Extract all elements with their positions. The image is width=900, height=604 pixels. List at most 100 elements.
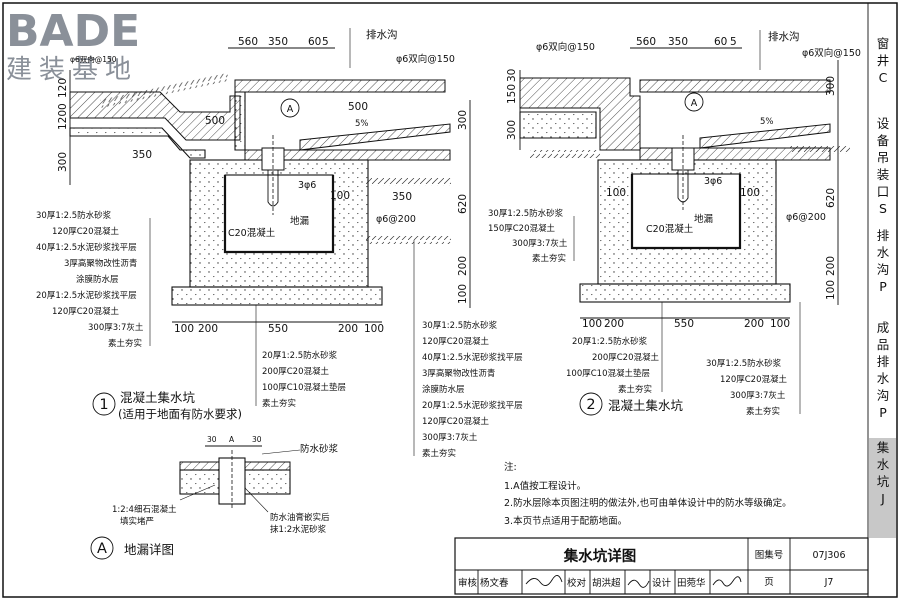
svg-text:300厚3:7灰土: 300厚3:7灰土 xyxy=(422,432,478,443)
dim-misc: 100 xyxy=(330,190,350,202)
sump-footing xyxy=(171,286,383,306)
layers-right: 30厚1:2.5防水砂浆 120厚C20混凝土 40厚1:2.5水泥砂浆找平层 … xyxy=(413,240,523,459)
dim-bottom: 200 xyxy=(744,318,764,330)
detail-a-floor-drain: 30 A 30 防水砂浆 1:2:4细石混凝土 填实堵严 防水油膏嵌实后 抹1:… xyxy=(90,435,339,560)
svg-text:20厚1:2.5水泥砂浆找平层: 20厚1:2.5水泥砂浆找平层 xyxy=(36,290,137,301)
svg-text:素土夯实: 素土夯实 xyxy=(532,253,566,264)
detail-number: 2 xyxy=(586,397,595,413)
dim-bottom: 200 xyxy=(604,318,624,330)
svg-text:200厚C20混凝土: 200厚C20混凝土 xyxy=(262,366,329,377)
svg-text:300厚3:7灰土: 300厚3:7灰土 xyxy=(512,238,568,249)
dim-bottom: 550 xyxy=(268,323,288,335)
dim-misc: 500 xyxy=(205,115,225,127)
svg-text:30厚1:2.5防水砂浆: 30厚1:2.5防水砂浆 xyxy=(422,320,498,331)
svg-text:素土夯实: 素土夯实 xyxy=(746,406,780,417)
dim-left: 150 xyxy=(506,84,518,104)
notes-heading: 注: xyxy=(504,461,517,473)
svg-text:素土夯实: 素土夯实 xyxy=(618,384,652,395)
slope: 5% xyxy=(760,117,774,127)
layers-bottom: 20厚1:2.5防水砂浆 200厚C20混凝土 100厚C10混凝土垫层 素土夯… xyxy=(255,305,346,409)
check-label: 校对 xyxy=(567,577,587,589)
svg-text:20厚1:2.5防水砂浆: 20厚1:2.5防水砂浆 xyxy=(262,350,338,361)
svg-text:涂膜防水层: 涂膜防水层 xyxy=(76,274,119,285)
svg-text:40厚1:2.5水泥砂浆找平层: 40厚1:2.5水泥砂浆找平层 xyxy=(422,352,523,363)
label: 抹1:2水泥砂浆 xyxy=(270,524,327,535)
dim-bottom: 100 xyxy=(364,323,384,335)
design-name: 田菀华 xyxy=(677,577,706,589)
dim-a: 30 xyxy=(252,435,262,444)
svg-text:A: A xyxy=(287,104,294,115)
detail-number: 1 xyxy=(99,397,108,413)
svg-text:3厚高聚物改性沥青: 3厚高聚物改性沥青 xyxy=(64,258,137,269)
svg-text:40厚1:2.5水泥砂浆找平层: 40厚1:2.5水泥砂浆找平层 xyxy=(36,242,137,253)
dim-top: 60 xyxy=(714,36,727,48)
logo-subtitle: 建装基地 xyxy=(6,55,138,85)
svg-text:素土夯实: 素土夯实 xyxy=(108,338,142,349)
rebar-bar: 3φ6 xyxy=(298,180,316,191)
dim-bottom: 100 xyxy=(770,318,790,330)
label: 1:2:4细石混凝土 xyxy=(112,504,177,515)
svg-text:300厚3:7灰土: 300厚3:7灰土 xyxy=(730,390,786,401)
cover-slab xyxy=(234,79,446,93)
dim-bottom: 100 xyxy=(582,318,602,330)
dim-right: 200 xyxy=(825,256,837,276)
svg-text:3厚高聚物改性沥青: 3厚高聚物改性沥青 xyxy=(422,368,495,379)
floor-drain-label: 地漏 xyxy=(694,213,713,225)
notes: 注: 1.A值按工程设计。 2.防水层除本页图注明的做法外,也可由单体设计中的防… xyxy=(504,461,792,527)
d2-layers-right: 30厚1:2.5防水砂浆 120厚C20混凝土 300厚3:7灰土 素土夯实 xyxy=(706,302,801,417)
svg-text:30厚1:2.5防水砂浆: 30厚1:2.5防水砂浆 xyxy=(488,208,564,219)
rebar-top: φ6双向@150 xyxy=(396,53,455,65)
dim-a: A xyxy=(229,435,235,444)
review-signature xyxy=(525,575,563,586)
page-label: 页 xyxy=(764,577,774,588)
drawing-title: 集水坑详图 xyxy=(563,547,637,565)
svg-text:30厚1:2.5防水砂浆: 30厚1:2.5防水砂浆 xyxy=(706,358,782,369)
title-block: 集水坑详图 图集号 07J306 页 J7 审核 杨文春 校对 胡洪超 设计 田… xyxy=(454,537,869,595)
svg-text:120厚C20混凝土: 120厚C20混凝土 xyxy=(52,226,119,237)
trench-floor-left xyxy=(69,127,206,159)
dim-misc: 350 xyxy=(132,149,152,161)
design-label: 设计 xyxy=(652,577,672,589)
d2-cover-slab xyxy=(639,79,831,93)
design-signature xyxy=(712,576,742,587)
side-tab-active-bg xyxy=(869,438,896,538)
svg-text:20厚1:2.5水泥砂浆找平层: 20厚1:2.5水泥砂浆找平层 xyxy=(422,400,523,411)
dim-left: 30 xyxy=(506,69,518,82)
dim-misc: 500 xyxy=(348,101,368,113)
dim-bottom: 100 xyxy=(174,323,194,335)
slope: 5% xyxy=(355,119,369,129)
dim-right: 620 xyxy=(457,194,469,214)
svg-text:120厚C20混凝土: 120厚C20混凝土 xyxy=(52,306,119,317)
atlas-label: 图集号 xyxy=(755,549,784,561)
dim-right: 300 xyxy=(457,110,469,130)
detail-2-section: A 560 350 60 5 排水沟 φ6双向@150 φ6双向@150 5% … xyxy=(488,30,861,417)
dim-right: 200 xyxy=(457,256,469,276)
label: 填实堵严 xyxy=(120,516,154,527)
d2-layers-left: 30厚1:2.5防水砂浆 150厚C20混凝土 300厚3:7灰土 素土夯实 xyxy=(488,208,575,264)
svg-text:120厚C20混凝土: 120厚C20混凝土 xyxy=(422,336,489,347)
detail-letter: A xyxy=(97,541,107,557)
dim-right: 300 xyxy=(825,76,837,96)
detail-title: 地漏详图 xyxy=(124,542,174,557)
note-item: 1.A值按工程设计。 xyxy=(504,480,586,492)
detail-number-circle xyxy=(92,392,116,416)
concrete-label: C20混凝土 xyxy=(646,223,694,235)
dim-bottom: 550 xyxy=(674,318,694,330)
drain-label: 排水沟 xyxy=(366,28,398,41)
dim-top: 5 xyxy=(730,36,737,48)
dim-top: 560 xyxy=(238,36,258,48)
dim-left: 1200 xyxy=(57,103,69,130)
floor-drain-label: 地漏 xyxy=(290,215,309,227)
trench-bottom-right xyxy=(299,123,451,151)
